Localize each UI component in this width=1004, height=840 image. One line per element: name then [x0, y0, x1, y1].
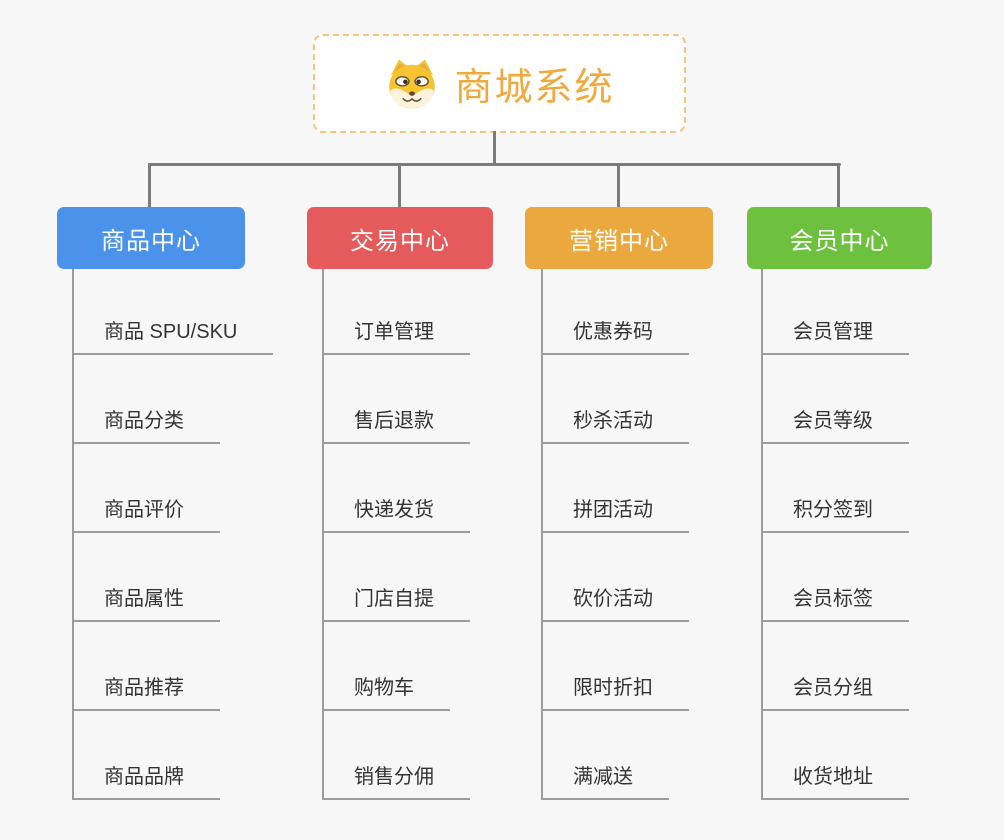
tree-item[interactable]: 限时折扣: [541, 675, 689, 711]
tree-item[interactable]: 商品属性: [72, 586, 220, 622]
tree-item[interactable]: 会员分组: [761, 675, 909, 711]
connector-root-stub: [493, 131, 496, 165]
connector-drop-product: [148, 163, 151, 209]
branch-header-trade[interactable]: 交易中心: [307, 207, 493, 269]
tree-item[interactable]: 购物车: [322, 675, 450, 711]
branch-spine-member: [761, 269, 763, 800]
tree-item[interactable]: 商品分类: [72, 408, 220, 444]
branch-spine-product: [72, 269, 74, 800]
tree-item[interactable]: 销售分佣: [322, 764, 470, 800]
tree-item[interactable]: 会员等级: [761, 408, 909, 444]
tree-item[interactable]: 商品品牌: [72, 764, 220, 800]
connector-drop-member: [837, 163, 840, 209]
tree-item[interactable]: 会员标签: [761, 586, 909, 622]
root-node-mall-system[interactable]: 商城系统: [313, 34, 686, 133]
tree-item[interactable]: 优惠券码: [541, 319, 689, 355]
branch-header-member[interactable]: 会员中心: [747, 207, 932, 269]
branch-header-marketing[interactable]: 营销中心: [525, 207, 713, 269]
tree-item[interactable]: 秒杀活动: [541, 408, 689, 444]
connector-bus: [148, 163, 841, 166]
tree-item[interactable]: 商品评价: [72, 497, 220, 533]
tree-item[interactable]: 快递发货: [322, 497, 470, 533]
tree-item[interactable]: 积分签到: [761, 497, 909, 533]
branch-spine-marketing: [541, 269, 543, 800]
tree-item[interactable]: 收货地址: [761, 764, 909, 800]
tree-item[interactable]: 会员管理: [761, 319, 909, 355]
tree-item[interactable]: 满减送: [541, 764, 669, 800]
connector-drop-marketing: [617, 163, 620, 209]
dog-face-icon: [389, 59, 436, 108]
tree-item[interactable]: 商品 SPU/SKU: [72, 319, 274, 355]
tree-item[interactable]: 砍价活动: [541, 586, 689, 622]
branch-header-product[interactable]: 商品中心: [57, 207, 245, 269]
root-title: 商城系统: [454, 67, 615, 109]
branch-spine-trade: [322, 269, 324, 800]
tree-item[interactable]: 订单管理: [322, 319, 470, 355]
tree-item[interactable]: 门店自提: [322, 586, 470, 622]
tree-item[interactable]: 商品推荐: [72, 675, 220, 711]
connector-drop-trade: [398, 163, 401, 209]
tree-item[interactable]: 拼团活动: [541, 497, 689, 533]
tree-item[interactable]: 售后退款: [322, 408, 470, 444]
